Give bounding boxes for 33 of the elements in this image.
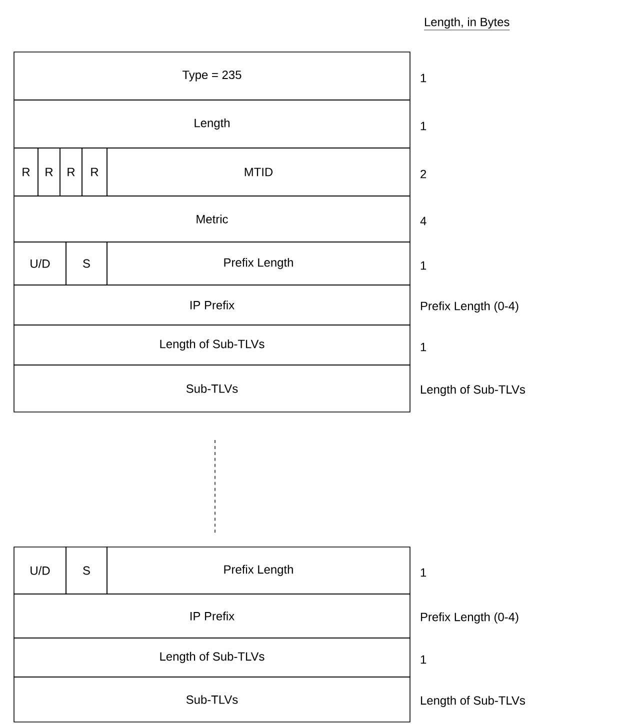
field-cell: Length — [14, 100, 410, 148]
byte-length: 2 — [420, 170, 426, 178]
field-cell: R — [82, 148, 108, 196]
field-cell: S — [66, 546, 108, 594]
field-cell: U/D — [14, 546, 66, 594]
byte-length: 1 — [420, 655, 426, 664]
field-cell: Prefix Length — [106, 242, 410, 286]
byte-length: 1 — [420, 74, 426, 82]
byte-length: 1 — [420, 342, 426, 352]
field-cell: R — [38, 148, 60, 196]
field-cell: R — [60, 148, 82, 196]
byte-length: Length of Sub-TLVs — [420, 384, 525, 396]
field-cell: Type = 235 — [14, 52, 410, 100]
field-cell: Length of Sub-TLVs — [14, 324, 410, 366]
field-cell: IP Prefix — [14, 284, 410, 326]
byte-length: Prefix Length (0-4) — [420, 301, 518, 313]
field-cell: Length of Sub-TLVs — [14, 638, 410, 678]
byte-length: Prefix Length (0-4) — [420, 612, 518, 624]
field-cell: R — [14, 148, 38, 196]
field-cell: MTID — [106, 148, 410, 196]
field-cell: U/D — [14, 242, 66, 286]
byte-length: 4 — [420, 216, 426, 226]
byte-length: 1 — [420, 261, 426, 270]
field-cell: Sub-TLVs — [14, 676, 410, 722]
field-cell: Sub-TLVs — [14, 364, 410, 412]
field-cell: Metric — [14, 196, 410, 242]
column-heading: Length, in Bytes — [424, 17, 510, 30]
field-cell: IP Prefix — [14, 594, 410, 638]
byte-length: Length of Sub-TLVs — [420, 696, 525, 708]
field-cell: S — [66, 242, 108, 286]
byte-length: 1 — [420, 568, 426, 577]
field-cell: Prefix Length — [106, 546, 410, 594]
byte-length: 1 — [420, 122, 426, 130]
